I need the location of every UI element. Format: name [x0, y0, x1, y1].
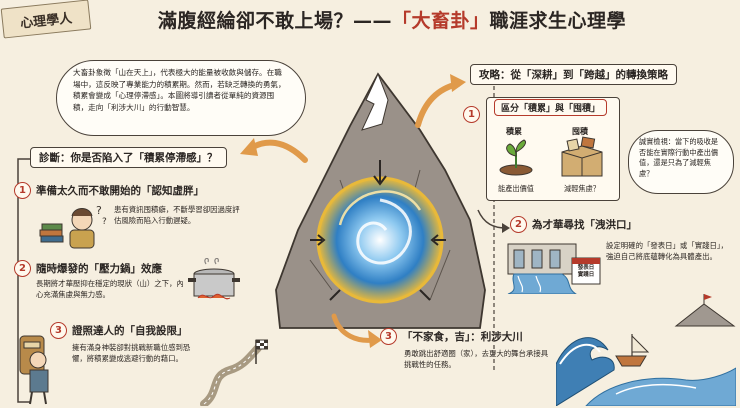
diagnosis-number-2-text: 2	[19, 263, 26, 274]
reflection-bubble-text: 誠實檢視：當下的吸收是否能在實際行動中產出價值，還是只為了減輕焦慮？	[639, 137, 719, 178]
accumulate-label: 積累	[506, 127, 522, 136]
step2-title: 為才華尋找「洩洪口」	[532, 219, 637, 231]
pressure-cooker-icon	[188, 258, 240, 300]
hoard-label: 囤積	[572, 127, 588, 136]
step3-title: 「不家食，吉」：利涉大川	[402, 331, 523, 343]
diagnosis-number-2: 2	[14, 260, 31, 277]
strategy-number-3-text: 3	[385, 331, 392, 342]
finish-flag-road-icon	[200, 339, 268, 406]
title-part3: 職涯求生心理學	[489, 10, 627, 32]
diagnosis-item-1-text: 患有資訊囤積癖，不斷學習卻因過度評估風險而陷入行動遲疑。	[114, 205, 240, 225]
energy-vortex	[316, 176, 444, 304]
category-tag-label: 心理學人	[19, 10, 73, 32]
title-hexagram: 「大畜卦」	[391, 10, 490, 32]
dam-spillway-icon	[507, 243, 601, 294]
svg-text:?: ?	[102, 217, 107, 227]
intro-text: 大畜卦象徵「山在天上」，代表極大的能量被收斂與儲存。在職場中，這反映了專業能力的…	[73, 68, 286, 112]
diagnosis-number-3-text: 3	[55, 325, 62, 336]
step1-title: 區分「積累」與「囤積」	[494, 99, 608, 116]
arrow-to-step3-icon	[331, 313, 382, 348]
page-title: 滿腹經綸卻不敢上場？——「大畜卦」職涯求生心理學	[112, 6, 672, 33]
snow-cap	[361, 72, 389, 131]
category-tag: 心理學人	[0, 0, 92, 39]
hoard-box-icon	[561, 136, 603, 177]
strategy-heading-text: 攻略：從「深耕」到「跨越」的轉換策略	[479, 69, 668, 81]
arrow-to-step2-icon	[477, 209, 510, 233]
strategy-number-2: 2	[510, 216, 527, 233]
svg-text:?: ?	[96, 204, 102, 217]
diagnosis-item-1-title: 準備太久而不敢開始的「認知虛胖」	[36, 185, 204, 197]
reflection-bubble: 誠實檢視：當下的吸收是否能在實際行動中產出價值，還是只為了減輕焦慮？	[628, 130, 734, 194]
diagnosis-heading: 診斷：你是否陷入了「積累停滯感」？	[30, 147, 227, 168]
arrow-to-diagnosis-icon	[240, 138, 308, 163]
diagnosis-number-1-text: 1	[19, 185, 26, 196]
step2-text: 設定明確的「發表日」或「實踐日」，強迫自己將底蘊轉化為具體產出。	[606, 241, 728, 261]
boat-crossing-river-icon	[556, 294, 736, 406]
diagnosis-item-2-text: 長期將才華壓抑在穩定的現狀（山）之下，內心充滿焦慮與無力感。	[36, 279, 184, 299]
diagnosis-number-1: 1	[14, 182, 31, 199]
diagnosis-heading-text: 診斷：你是否陷入了「積累停滯感」？	[39, 152, 218, 164]
strategy-number-3: 3	[380, 328, 397, 345]
step1-title-text: 區分「積累」與「囤積」	[501, 104, 601, 114]
diagnosis-item-3-title: 證照達人的「自我設限」	[72, 325, 188, 337]
strategy-number-2-text: 2	[515, 219, 522, 230]
accumulate-caption: 能產出價值	[498, 184, 534, 193]
title-part1: 滿腹經綸卻不敢上場？——	[157, 10, 392, 32]
strategy-number-1-text: 1	[468, 109, 475, 120]
strategy-connector	[493, 86, 495, 372]
step3-text: 勇敢跳出舒適圈（家），去更大的舞台承接具挑戰性的任務。	[404, 349, 549, 369]
intro-cloud: 大畜卦象徵「山在天上」，代表極大的能量被收斂與儲存。在職場中，這反映了專業能力的…	[56, 60, 306, 136]
hoard-caption: 減輕焦慮？	[564, 184, 600, 193]
confused-reader-icon: ? ?	[39, 204, 107, 249]
diagnosis-item-2-title: 隨時爆發的「壓力鍋」效應	[36, 263, 162, 275]
diagnosis-bracket	[17, 158, 30, 403]
strategy-number-1: 1	[463, 106, 480, 123]
arrow-to-strategy-icon	[415, 74, 466, 128]
overloaded-traveler-icon	[19, 335, 49, 405]
strategy-heading: 攻略：從「深耕」到「跨越」的轉換策略	[470, 64, 677, 85]
diagnosis-number-3: 3	[50, 322, 67, 339]
sprout-icon	[499, 139, 533, 176]
mountain-vortex-illustration	[275, 72, 486, 329]
diagnosis-item-3-text: 擁有滿身神裝卻對挑戰新職位感到恐懼，將積累變成逃避行動的藉口。	[72, 343, 191, 363]
calendar-label: 發表日 實踐日	[577, 265, 595, 278]
